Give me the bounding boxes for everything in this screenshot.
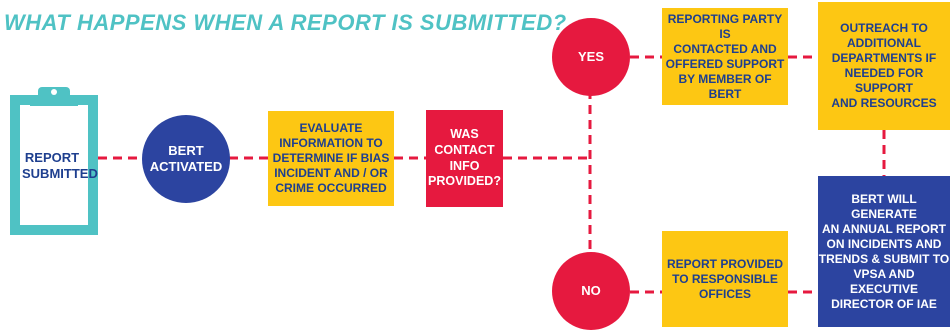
report-provided-node: REPORT PROVIDED TO RESPONSIBLE OFFICES xyxy=(662,231,788,327)
clipboard-icon xyxy=(10,87,98,235)
bert-activated-node: BERT ACTIVATED xyxy=(142,115,230,203)
outreach-node: OUTREACH TO ADDITIONAL DEPARTMENTS IF NE… xyxy=(818,2,950,130)
no-node: NO xyxy=(552,252,630,330)
yes-node: YES xyxy=(552,18,630,96)
contact-question-node: WAS CONTACT INFO PROVIDED? xyxy=(426,110,503,207)
annual-report-node: BERT WILL GENERATE AN ANNUAL REPORT ON I… xyxy=(818,176,950,327)
page-title: WHAT HAPPENS WHEN A REPORT IS SUBMITTED? xyxy=(4,10,567,35)
report-submitted-label: REPORT SUBMITTED xyxy=(22,150,98,182)
evaluate-node: EVALUATE INFORMATION TO DETERMINE IF BIA… xyxy=(268,111,394,206)
reporting-party-node: REPORTING PARTY IS CONTACTED AND OFFERED… xyxy=(662,8,788,105)
